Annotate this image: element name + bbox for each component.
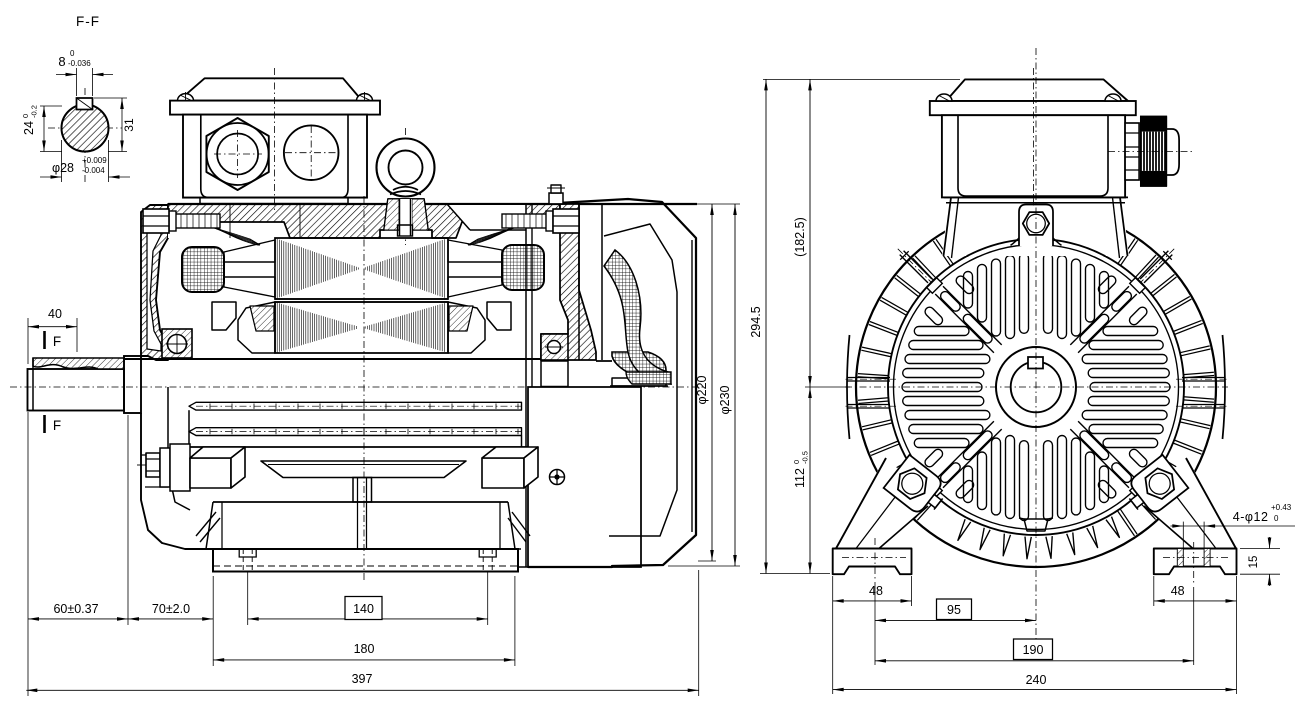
svg-text:48: 48 [869, 584, 883, 598]
svg-text:(182.5): (182.5) [793, 217, 807, 257]
svg-text:4-φ12: 4-φ12 [1233, 510, 1269, 524]
svg-text:φ230: φ230 [718, 385, 732, 414]
svg-text:F: F [53, 418, 61, 433]
svg-text:112: 112 [793, 468, 807, 488]
svg-text:+0.009: +0.009 [82, 156, 107, 165]
svg-text:31: 31 [122, 118, 136, 132]
svg-text:8: 8 [58, 54, 65, 69]
svg-text:0: 0 [21, 114, 30, 118]
svg-text:70±2.0: 70±2.0 [152, 602, 190, 616]
svg-text:24: 24 [22, 121, 36, 135]
svg-text:240: 240 [1026, 673, 1047, 687]
svg-text:0: 0 [70, 49, 75, 58]
svg-text:φ220: φ220 [695, 375, 709, 404]
svg-text:140: 140 [353, 602, 374, 616]
svg-text:+0.43: +0.43 [1271, 503, 1292, 512]
svg-text:48: 48 [1171, 584, 1185, 598]
svg-text:180: 180 [354, 642, 375, 656]
svg-text:190: 190 [1023, 643, 1044, 657]
svg-text:-0.036: -0.036 [68, 59, 91, 68]
svg-text:15: 15 [1248, 556, 1260, 569]
svg-text:F: F [53, 334, 61, 349]
svg-text:F-F: F-F [76, 14, 100, 29]
svg-text:294.5: 294.5 [749, 306, 763, 337]
svg-text:-0.5: -0.5 [801, 451, 810, 464]
svg-text:φ28: φ28 [52, 161, 74, 175]
svg-text:-0.004: -0.004 [82, 166, 105, 175]
svg-text:-0.2: -0.2 [30, 105, 39, 118]
svg-text:95: 95 [947, 603, 961, 617]
svg-text:0: 0 [1274, 514, 1279, 523]
svg-text:60±0.37: 60±0.37 [53, 602, 98, 616]
svg-text:40: 40 [48, 307, 62, 321]
svg-text:397: 397 [352, 672, 373, 686]
svg-text:0: 0 [792, 460, 801, 464]
